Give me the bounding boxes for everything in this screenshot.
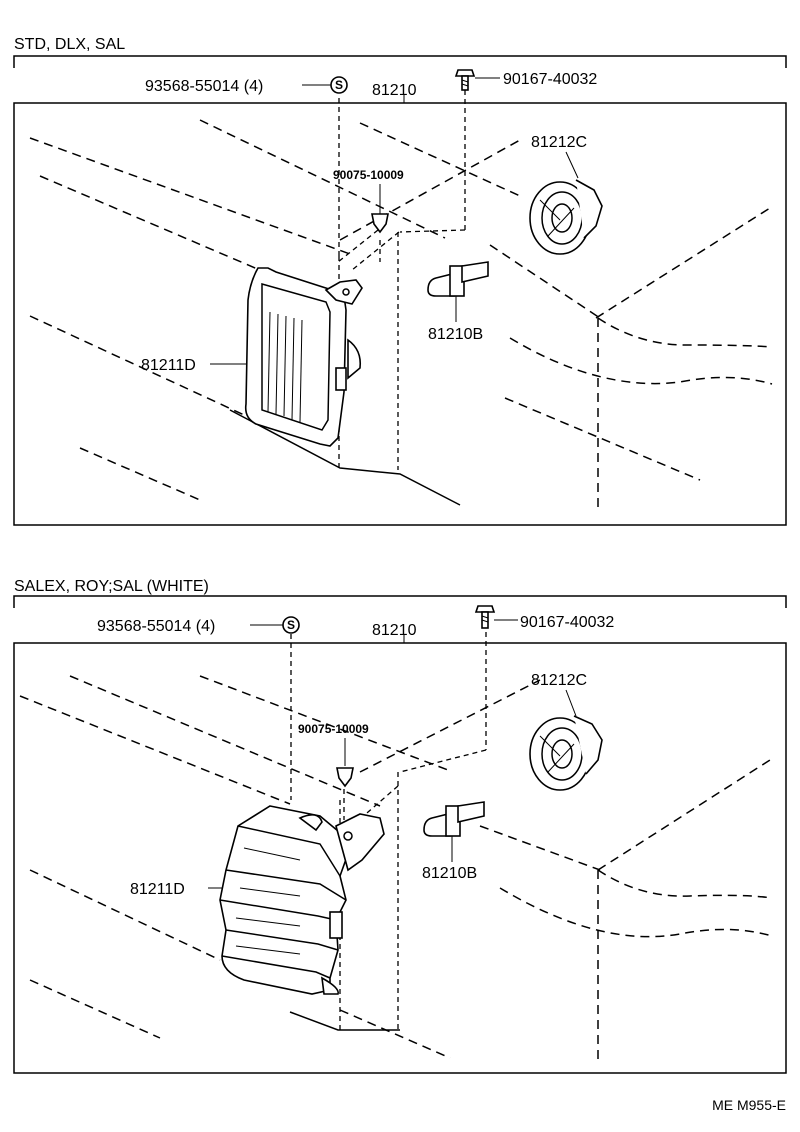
mounting-guides [337, 90, 466, 470]
bulb-81210b: 81210B [427, 261, 489, 343]
lens-81211d: 81211D [130, 805, 385, 995]
drawing-reference-code: ME M955-E [712, 1097, 786, 1113]
section-bracket [13, 55, 787, 68]
screw-90167: 90167-40032 [474, 605, 614, 631]
socket-part-label: 81212C [531, 672, 587, 689]
clip-icon [336, 767, 354, 788]
body-panel-outline [19, 675, 773, 1060]
clip-90075: 90075-10009 [298, 722, 369, 788]
lens-icon [244, 267, 347, 447]
socket-81212c: 81212C [529, 134, 603, 255]
assembly-part-label: 81210 [372, 82, 417, 99]
lens-81211d: 81211D [141, 267, 363, 447]
nut-part-label: 93568-55014 (4) [97, 618, 215, 635]
socket-part-label: 81212C [531, 134, 587, 151]
nut-symbol-letter: S [287, 618, 295, 632]
section-title: STD, DLX, SAL [14, 36, 125, 53]
bumper-edge [229, 409, 461, 506]
bumper-edge [289, 1011, 400, 1031]
lens-icon [219, 805, 351, 995]
screw-part-label: 90167-40032 [520, 614, 614, 631]
clip-icon [371, 213, 389, 234]
nut-symbol-letter: S [335, 78, 343, 92]
lens-part-label: 81211D [141, 357, 196, 374]
section-std-dlx-sal: STD, DLX, SAL [13, 36, 787, 526]
screw-part-label: 90167-40032 [503, 71, 597, 88]
clip-90075: 90075-10009 [333, 168, 404, 234]
assembly-part-label: 81210 [372, 622, 417, 639]
bulb-81210b: 81210B [422, 801, 485, 882]
nut-93568: S 93568-55014 (4) [97, 616, 300, 635]
socket-81212c: 81212C [529, 672, 603, 791]
section-bracket [13, 595, 787, 608]
clip-part-label: 90075-10009 [298, 722, 369, 736]
screw-head-icon [474, 605, 496, 613]
screw-90167: 90167-40032 [454, 69, 597, 91]
section-title: SALEX, ROY;SAL (WHITE) [14, 578, 209, 595]
diagram-frame [13, 102, 787, 526]
bulb-part-label: 81210B [422, 865, 477, 882]
section-salex-roy-sal: SALEX, ROY;SAL (WHITE) [13, 578, 787, 1074]
bulb-part-label: 81210B [428, 326, 483, 343]
nut-part-label: 93568-55014 (4) [145, 78, 263, 95]
clip-part-label: 90075-10009 [333, 168, 404, 182]
lens-part-label: 81211D [130, 881, 185, 898]
nut-93568: S 93568-55014 (4) [145, 76, 348, 95]
diagram-frame [13, 642, 787, 1074]
screw-head-icon [454, 69, 476, 77]
